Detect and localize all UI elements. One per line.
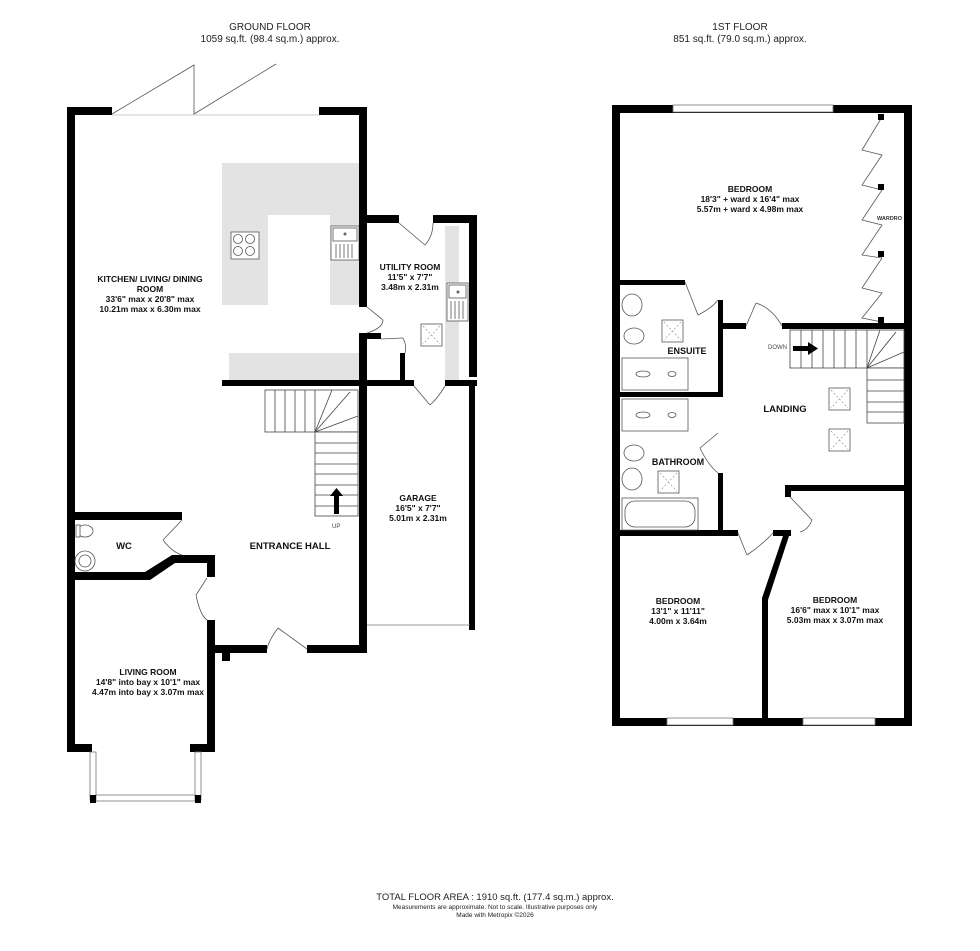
bathtub-icon (621, 497, 699, 531)
landing-skylight-icons (828, 387, 851, 452)
bedroom2-metric: 4.00m x 3.64m (649, 616, 707, 626)
bedroom1-label: BEDROOM 18'3" + ward x 16'4" max 5.57m +… (680, 184, 820, 214)
bathroom-basin-icon (621, 467, 643, 491)
ensuite-shower-icon (621, 357, 689, 391)
stairs-down-label: DOWN (768, 345, 787, 351)
bedroom1-imperial: 18'3" + ward x 16'4" max (700, 194, 800, 204)
first-floor-door-swings (684, 281, 813, 556)
kitchen-label: KITCHEN/ LIVING/ DINING ROOM 33'6" max x… (85, 274, 215, 314)
garage-label: GARAGE 16'5" x 7'7" 5.01m x 2.31m (368, 493, 468, 523)
stairs-up-label: UP (332, 524, 341, 530)
ground-floor-plan (67, 63, 477, 803)
entrance-hall-label: ENTRANCE HALL (240, 542, 340, 552)
bedroom3-label: BEDROOM 16'6" max x 10'1" max 5.03m max … (775, 595, 895, 625)
ensuite-toilet-icon (623, 327, 645, 345)
down-arrow-icon (793, 342, 818, 355)
living-imperial: 14'8" into bay x 10'1" max (95, 677, 201, 687)
wc-name: WC (116, 541, 132, 552)
utility-imperial: 11'5" x 7'7" (387, 272, 433, 282)
ground-floor-staircase (264, 389, 359, 517)
up-arrow-icon (330, 488, 343, 514)
kitchen-name-line2: ROOM (136, 284, 164, 294)
garage-name: GARAGE (399, 493, 437, 503)
bedroom1-name: BEDROOM (727, 184, 773, 194)
ensuite-fixtures (621, 293, 689, 391)
bedroom3-name: BEDROOM (812, 595, 858, 605)
first-floor-area: 851 sq.ft. (79.0 sq.m.) approx. (673, 34, 807, 45)
bathroom-label: BATHROOM (648, 457, 708, 467)
first-floor-walls (612, 105, 912, 726)
ensuite-basin-icon (621, 293, 643, 317)
wc-toilet-icon (75, 524, 94, 538)
ground-floor-title: GROUND FLOOR (229, 22, 311, 33)
utility-room-label: UTILITY ROOM 11'5" x 7'7" 3.48m x 2.31m (370, 262, 450, 292)
kitchen-sink-icon (330, 225, 360, 261)
ensuite-label: ENSUITE (662, 346, 712, 356)
bifold-door-icon (111, 63, 319, 116)
kitchen-imperial: 33'6" max x 20'8" max (105, 294, 195, 304)
bedroom3-window (802, 717, 876, 726)
ground-floor-walls (67, 107, 477, 752)
disclaimer: Measurements are approximate. Not to sca… (392, 904, 598, 911)
living-room-label: LIVING ROOM 14'8" into bay x 10'1" max 4… (78, 667, 218, 697)
door-swings (162, 222, 446, 650)
utility-metric: 3.48m x 2.31m (381, 282, 439, 292)
bedroom2-name: BEDROOM (655, 596, 701, 606)
ground-floor-heading: GROUND FLOOR 1059 sq.ft. (98.4 sq.m.) ap… (170, 22, 370, 46)
total-floor-area: TOTAL FLOOR AREA : 1910 sq.ft. (177.4 sq… (376, 892, 614, 903)
wc-label: WC (112, 542, 136, 552)
entrance-hall-name: ENTRANCE HALL (249, 541, 331, 552)
kitchen-metric: 10.21m max x 6.30m max (99, 304, 201, 314)
wardrobe-doors (861, 114, 884, 323)
bedroom3-metric: 5.03m max x 3.07m max (786, 615, 884, 625)
credit: Made with Metropix ©2026 (456, 912, 534, 919)
bathroom-name: BATHROOM (651, 457, 705, 467)
bathroom-toilet-icon (623, 444, 645, 462)
footer: TOTAL FLOOR AREA : 1910 sq.ft. (177.4 sq… (360, 892, 630, 920)
garage-imperial: 16'5" x 7'7" (395, 503, 441, 513)
garage-metric: 5.01m x 2.31m (389, 513, 447, 523)
bedroom1-window (672, 104, 834, 113)
ground-floor-area: 1059 sq.ft. (98.4 sq.m.) approx. (200, 34, 340, 45)
utility-name: UTILITY ROOM (379, 262, 441, 272)
bathroom-fixtures (621, 398, 699, 531)
utility-sink-icon (446, 282, 469, 322)
kitchen-name-line1: KITCHEN/ LIVING/ DINING (97, 274, 203, 284)
hob-icon (230, 231, 260, 260)
bedroom2-imperial: 13'1" x 11'11" (651, 606, 705, 616)
first-floor-plan (612, 104, 912, 726)
bedroom1-metric: 5.57m + ward x 4.98m max (696, 204, 804, 214)
living-name: LIVING ROOM (119, 667, 177, 677)
bathroom-shower-icon (621, 398, 689, 432)
bedroom3-imperial: 16'6" max x 10'1" max (790, 605, 880, 615)
first-floor-heading: 1ST FLOOR 851 sq.ft. (79.0 sq.m.) approx… (640, 22, 840, 46)
bedroom2-label: BEDROOM 13'1" x 11'11" 4.00m x 3.64m (628, 596, 728, 626)
first-floor-title: 1ST FLOOR (712, 22, 768, 33)
landing-label: LANDING (755, 405, 815, 415)
wc-basin-icon (74, 550, 96, 572)
living-metric: 4.47m into bay x 3.07m max (92, 687, 204, 697)
wardrobe-label: WARDRO (877, 216, 903, 222)
bay-window (89, 751, 202, 803)
skylight-icon (420, 323, 443, 347)
bedroom2-window (666, 717, 734, 726)
first-floor-staircase (789, 329, 905, 424)
landing-name: LANDING (763, 404, 807, 415)
ensuite-name: ENSUITE (667, 346, 707, 356)
